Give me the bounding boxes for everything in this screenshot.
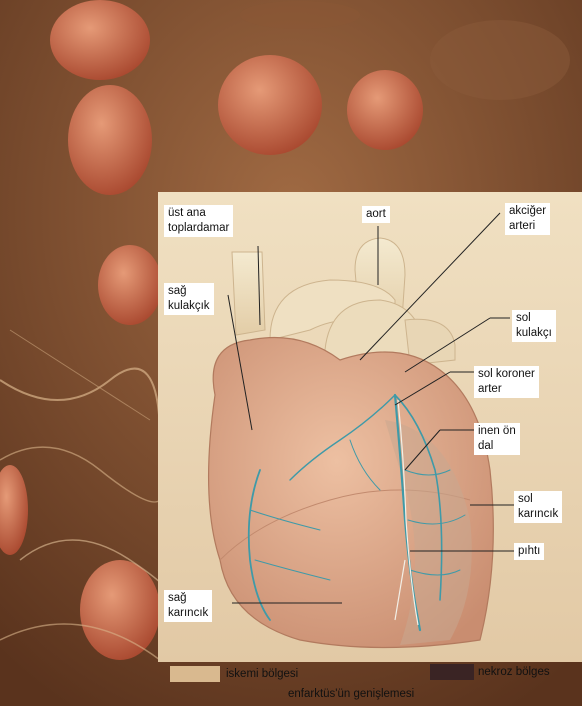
label-sol-karincik: sol karıncık <box>514 491 562 523</box>
label-sol-kulakcik: sol kulakçı <box>512 310 556 342</box>
label-aort: aort <box>362 206 390 223</box>
nekroz-swatch <box>430 664 474 680</box>
heart <box>209 338 494 648</box>
legend-caption: enfarktüs'ün genişlemesi <box>288 688 414 700</box>
label-inen-on-dal: inen ön dal <box>474 423 520 455</box>
label-sag-karincik: sağ karıncık <box>164 590 212 622</box>
label-sag-kulakcik: sağ kulakçık <box>164 283 214 315</box>
iskemi-swatch <box>170 666 220 682</box>
label-akciger-arteri: akciğer arteri <box>505 203 550 235</box>
label-ust-ana-toplardamar: üst ana toplardamar <box>164 205 233 237</box>
label-sol-koroner-arter: sol koroner arter <box>474 366 539 398</box>
legend-nekroz-label: nekroz bölges <box>478 666 550 678</box>
label-pihti: pıhtı <box>514 543 544 560</box>
legend-iskemi-label: iskemi bölgesi <box>226 668 298 680</box>
